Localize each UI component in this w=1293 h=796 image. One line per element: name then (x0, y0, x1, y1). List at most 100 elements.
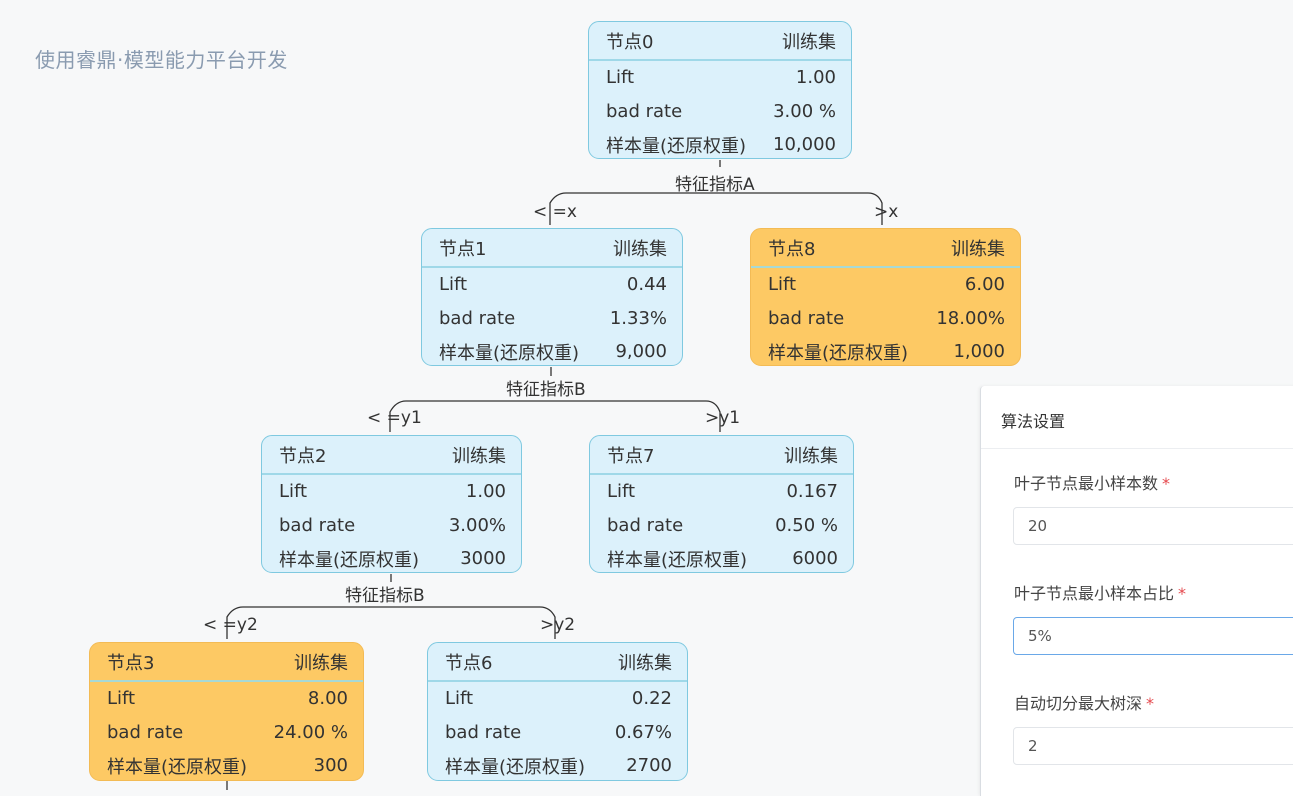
lift-value: 6.00 (964, 274, 1005, 296)
split-feature-b1: 特征指标B (506, 380, 586, 400)
samples-value: 6000 (792, 548, 838, 570)
node-samples-row: 样本量(还原权重)10,000 (589, 128, 851, 162)
samples-label: 样本量(还原权重) (445, 756, 586, 778)
node-samples-row: 样本量(还原权重)1,000 (751, 335, 1020, 369)
node-samples-row: 样本量(还原权重)300 (90, 749, 363, 783)
samples-label: 样本量(还原权重) (279, 549, 420, 571)
samples-value: 1,000 (953, 341, 1005, 363)
lift-value: 8.00 (307, 688, 348, 710)
lift-label: Lift (439, 274, 468, 296)
node-dataset: 训练集 (951, 238, 1005, 260)
samples-value: 2700 (626, 755, 672, 777)
samples-value: 300 (313, 755, 348, 777)
connector-split-b1 (389, 400, 721, 432)
node-lift-row: Lift 1.00 (262, 475, 521, 509)
node-lift-row: Lift 0.167 (590, 475, 853, 509)
samples-value: 9,000 (615, 341, 667, 363)
lift-label: Lift (279, 481, 308, 503)
node-dataset: 训练集 (784, 445, 838, 467)
samples-label: 样本量(还原权重) (439, 342, 580, 364)
badrate-label: bad rate (445, 721, 522, 743)
node-samples-row: 样本量(还原权重) 9,000 (422, 335, 682, 369)
badrate-label: bad rate (439, 307, 516, 329)
split-feature-b2: 特征指标B (345, 586, 425, 606)
node-title: 节点1 (439, 238, 487, 260)
lift-label: Lift (107, 688, 136, 710)
lift-value: 0.167 (786, 481, 838, 503)
node-header: 节点0 训练集 (589, 22, 851, 61)
connector-split-b2 (226, 606, 556, 639)
node-badrate-row: bad rate 1.33% (422, 302, 682, 336)
connector-split-a (549, 192, 883, 225)
field-label-text: 叶子节点最小样本占比 (1014, 584, 1175, 603)
node-badrate-row: bad rate 24.00 % (90, 716, 363, 750)
lift-value: 0.44 (626, 274, 667, 296)
badrate-value: 3.00 % (773, 100, 836, 122)
tree-node-2[interactable]: 节点2 训练集 Lift 1.00 bad rate 3.00% 样本量(还原权重) 3… (261, 435, 522, 573)
branch-left-b1: < =y1 (367, 408, 422, 428)
node-samples-row: 样本量(还原权重) 3000 (262, 542, 521, 576)
node-dataset: 训练集 (782, 31, 836, 53)
node-title: 节点2 (279, 445, 327, 467)
min-leaf-samples-input[interactable] (1013, 507, 1293, 545)
badrate-value: 1.33% (609, 307, 667, 329)
badrate-label: bad rate (607, 514, 684, 536)
max-tree-depth-label: 自动切分最大树深* (1014, 690, 1154, 714)
node-header: 节点1 训练集 (422, 229, 682, 268)
node-header: 节点8 训练集 (751, 229, 1020, 268)
required-marker: * (1178, 584, 1187, 603)
samples-label: 样本量(还原权重) (606, 135, 747, 157)
lift-label: Lift (607, 481, 636, 503)
badrate-value: 24.00 % (273, 721, 348, 743)
lift-value: 1.00 (465, 481, 506, 503)
panel-divider (981, 448, 1293, 449)
badrate-label: bad rate (107, 721, 184, 743)
node-title: 节点0 (606, 31, 654, 53)
node-dataset: 训练集 (613, 238, 667, 260)
samples-label: 样本量(还原权重) (607, 549, 748, 571)
node-lift-row: Lift 8.00 (90, 682, 363, 716)
node-dataset: 训练集 (294, 652, 348, 674)
node-dataset: 训练集 (452, 445, 506, 467)
node-header: 节点2 训练集 (262, 436, 521, 475)
split-feature-a: 特征指标A (675, 175, 755, 195)
node-title: 节点6 (445, 652, 493, 674)
badrate-label: bad rate (279, 514, 356, 536)
lift-label: Lift (768, 274, 797, 296)
badrate-value: 3.00% (448, 514, 506, 536)
badrate-value: 0.67% (614, 721, 672, 743)
branch-right-b2: >y2 (540, 615, 576, 635)
samples-value: 3000 (460, 548, 506, 570)
algorithm-settings-panel: 算法设置 叶子节点最小样本数* 叶子节点最小样本占比* 自动切分最大树深* (980, 386, 1293, 796)
lift-value: 1.00 (795, 67, 836, 89)
branch-right-a: >x (874, 202, 899, 222)
panel-title: 算法设置 (1001, 412, 1066, 431)
platform-watermark: 使用睿鼎·模型能力平台开发 (35, 48, 288, 72)
max-tree-depth-input[interactable] (1013, 727, 1293, 765)
node-title: 节点8 (768, 238, 816, 260)
lift-label: Lift (445, 688, 474, 710)
node-samples-row: 样本量(还原权重) 2700 (428, 749, 687, 783)
min-leaf-samples-label: 叶子节点最小样本数* (1014, 470, 1170, 494)
min-leaf-ratio-label: 叶子节点最小样本占比* (1014, 580, 1186, 604)
branch-left-a: < =x (533, 202, 577, 222)
min-leaf-ratio-input[interactable] (1013, 617, 1293, 655)
node-lift-row: Lift 6.00 (751, 268, 1020, 302)
tree-node-1[interactable]: 节点1 训练集 Lift 0.44 bad rate 1.33% 样本量(还原权重) 9… (421, 228, 683, 366)
node-samples-row: 样本量(还原权重) 6000 (590, 542, 853, 576)
branch-left-b2: < =y2 (203, 615, 258, 635)
node-badrate-row: bad rate 3.00% (262, 509, 521, 543)
